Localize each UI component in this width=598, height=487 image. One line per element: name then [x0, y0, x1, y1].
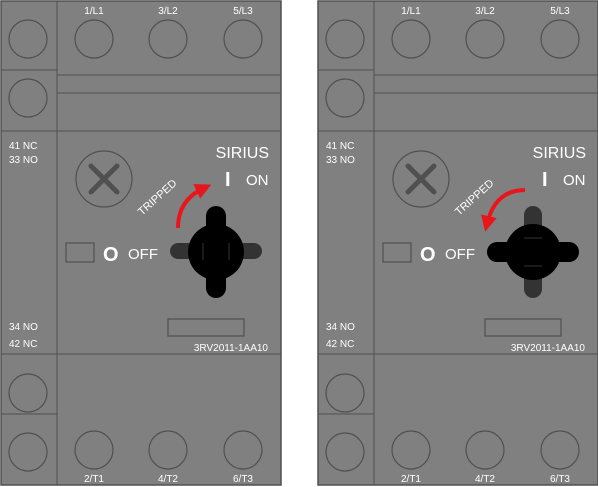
- load-terminal-screw: [223, 430, 263, 470]
- aux-label-41-nc: 41 NC: [326, 141, 354, 152]
- line-terminal-screw: [148, 19, 188, 59]
- terminal-label-5-l3: 5/L3: [233, 6, 253, 17]
- x-mark-icon: [405, 163, 437, 195]
- aux-label-33-no: 33 NO: [326, 155, 355, 166]
- terminal-label-2-t1: 2/T1: [401, 474, 421, 485]
- aux-terminal-screw: [325, 78, 365, 118]
- model-number: 3RV2011-1AA10: [511, 343, 586, 354]
- arrow-to-off-icon: [481, 188, 526, 232]
- on-label: ON: [246, 172, 269, 189]
- on-label: ON: [563, 172, 586, 189]
- off-symbol: O: [420, 244, 436, 266]
- terminal-label-6-t3: 6/T3: [233, 474, 253, 485]
- off-indicator-window: [65, 242, 95, 263]
- terminal-label-1-l1: 1/L1: [401, 6, 421, 17]
- aux-terminal-screw: [8, 373, 48, 413]
- terminal-label-5-l3: 5/L3: [550, 6, 570, 17]
- load-terminal-screw: [74, 430, 114, 470]
- terminal-label-4-t2: 4/T2: [475, 474, 495, 485]
- rotary-handle[interactable]: [487, 206, 579, 298]
- aux-terminal-screw: [325, 19, 365, 59]
- brand-label: SIRIUS: [216, 145, 269, 162]
- aux-label-42-nc: 42 NC: [9, 339, 37, 350]
- terminal-label-2-t1: 2/T1: [84, 474, 104, 485]
- aux-label-34-no: 34 NO: [9, 322, 38, 333]
- label-plate: [167, 318, 245, 337]
- label-plate: [484, 318, 562, 337]
- handle-bar: [206, 206, 226, 298]
- x-mark-icon: [88, 163, 120, 195]
- aux-terminal-screw: [8, 432, 48, 472]
- off-label: OFF: [445, 246, 475, 263]
- line-terminal-screw: [540, 19, 580, 59]
- off-indicator-window: [382, 242, 412, 263]
- rotary-handle[interactable]: [170, 206, 262, 298]
- terminal-label-1-l1: 1/L1: [84, 6, 104, 17]
- arrow-to-on-icon: [176, 184, 212, 229]
- breaker-panel-left: 1/L1 3/L2 5/L3 2/T1 4/T2 6/T3 41 NC 33 N…: [0, 0, 282, 486]
- off-label: OFF: [128, 246, 158, 263]
- terminal-label-6-t3: 6/T3: [550, 474, 570, 485]
- load-terminal-screw: [391, 430, 431, 470]
- terminal-label-3-l2: 3/L2: [158, 6, 178, 17]
- terminal-label-4-t2: 4/T2: [158, 474, 178, 485]
- line-terminal-screw: [391, 19, 431, 59]
- line-terminal-screw: [465, 19, 505, 59]
- model-number: 3RV2011-1AA10: [194, 343, 269, 354]
- line-terminal-screw: [223, 19, 263, 59]
- aux-terminal-screw: [325, 432, 365, 472]
- aux-terminal-screw: [325, 373, 365, 413]
- aux-label-34-no: 34 NO: [326, 322, 355, 333]
- aux-label-33-no: 33 NO: [9, 155, 38, 166]
- handle-bar: [487, 242, 579, 262]
- aux-label-41-nc: 41 NC: [9, 141, 37, 152]
- breaker-panel-right: 1/L1 3/L2 5/L3 2/T1 4/T2 6/T3 41 NC 33 N…: [317, 0, 598, 486]
- on-symbol: I: [225, 169, 231, 191]
- load-terminal-screw: [540, 430, 580, 470]
- aux-label-42-nc: 42 NC: [326, 339, 354, 350]
- load-terminal-screw: [148, 430, 188, 470]
- load-terminal-screw: [465, 430, 505, 470]
- on-symbol: I: [542, 169, 548, 191]
- aux-terminal-screw: [8, 78, 48, 118]
- brand-label: SIRIUS: [533, 145, 586, 162]
- line-terminal-screw: [74, 19, 114, 59]
- off-symbol: O: [103, 244, 119, 266]
- aux-terminal-screw: [8, 19, 48, 59]
- terminal-label-3-l2: 3/L2: [475, 6, 495, 17]
